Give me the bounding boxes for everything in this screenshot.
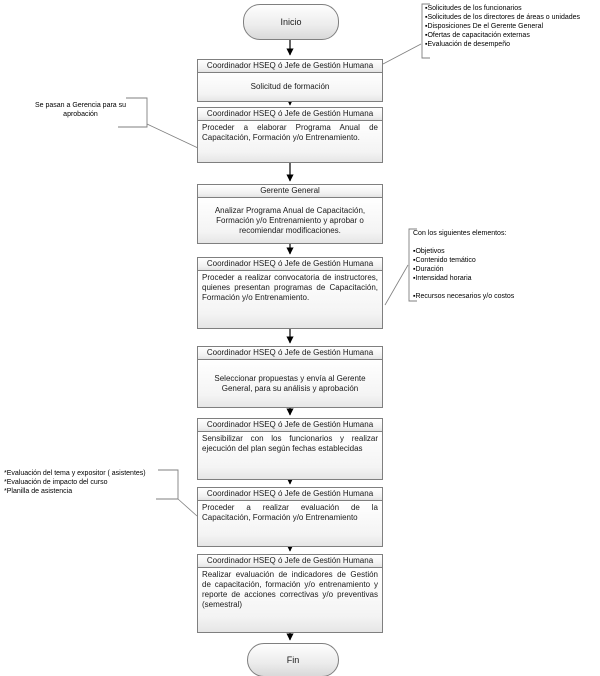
block-action-text: Sensibilizar con los funcionarios y real… xyxy=(198,432,382,479)
note-elements: Con los siguientes elementos: ▪Objetivos… xyxy=(413,229,583,301)
leader-evaluation-line xyxy=(177,498,198,517)
note-line: ▪Ofertas de capacitación externas xyxy=(425,32,530,39)
block-action-text: Seleccionar propuestas y envía al Gerent… xyxy=(198,360,382,407)
note-line: ▪Recursos necesarios y/o costos xyxy=(413,293,515,300)
note-line: ▪Solicitudes de los funcionarios xyxy=(425,5,522,12)
end-label: Fin xyxy=(286,655,300,665)
end-terminator: Fin xyxy=(247,643,339,676)
block-action-text: Proceder a realizar evaluación de la Cap… xyxy=(198,501,382,546)
block-action-text: Realizar evaluación de indicadores de Ge… xyxy=(198,568,382,632)
note-line: *Evaluación del tema y expositor ( asist… xyxy=(4,470,146,477)
process-block-elaborar-programa: Coordinador HSEQ ó Jefe de Gestión Human… xyxy=(197,107,383,163)
process-block-solicitud: Coordinador HSEQ ó Jefe de Gestión Human… xyxy=(197,59,383,102)
process-block-indicadores: Coordinador HSEQ ó Jefe de Gestión Human… xyxy=(197,554,383,633)
process-block-sensibilizar: Coordinador HSEQ ó Jefe de Gestión Human… xyxy=(197,418,383,480)
leader-approval-line xyxy=(146,123,199,149)
block-action-text: Analizar Programa Anual de Capacitación,… xyxy=(198,198,382,243)
block-role-header: Coordinador HSEQ ó Jefe de Gestión Human… xyxy=(198,347,382,360)
block-role-header: Coordinador HSEQ ó Jefe de Gestión Human… xyxy=(198,555,382,568)
note-line: ▪Solicitudes de los directores de áreas … xyxy=(425,14,581,21)
block-role-header: Coordinador HSEQ ó Jefe de Gestión Human… xyxy=(198,258,382,271)
process-block-evaluacion-capacitacion: Coordinador HSEQ ó Jefe de Gestión Human… xyxy=(197,487,383,547)
block-role-header: Coordinador HSEQ ó Jefe de Gestión Human… xyxy=(198,60,382,73)
note-line: ▪Intensidad horaria xyxy=(413,275,472,282)
note-line: ▪Disposiciones De el Gerente General xyxy=(425,23,544,30)
start-label: Inicio xyxy=(280,17,302,27)
note-evaluation: *Evaluación del tema y expositor ( asist… xyxy=(4,469,164,496)
note-title: Con los siguientes elementos: xyxy=(413,230,507,237)
block-role-header: Coordinador HSEQ ó Jefe de Gestión Human… xyxy=(198,108,382,121)
note-inputs: ▪Solicitudes de los funcionarios ▪Solici… xyxy=(425,4,597,49)
block-action-text: Proceder a realizar convocatoria de inst… xyxy=(198,271,382,328)
note-line: ▪Evaluación de desempeño xyxy=(425,41,510,48)
leader-elements-line xyxy=(384,264,409,306)
process-block-analizar-programa: Gerente General Analizar Programa Anual … xyxy=(197,184,383,244)
note-line: ▪Duración xyxy=(413,266,444,273)
block-action-text: Solicitud de formación xyxy=(198,73,382,101)
leader-inputs-line xyxy=(382,43,422,65)
process-block-convocatoria: Coordinador HSEQ ó Jefe de Gestión Human… xyxy=(197,257,383,329)
block-role-header: Coordinador HSEQ ó Jefe de Gestión Human… xyxy=(198,488,382,501)
note-line: ▪Objetivos xyxy=(413,248,445,255)
block-role-header: Gerente General xyxy=(198,185,382,198)
process-block-seleccionar-propuestas: Coordinador HSEQ ó Jefe de Gestión Human… xyxy=(197,346,383,408)
block-action-text: Proceder a elaborar Programa Anual de Ca… xyxy=(198,121,382,162)
note-approval: Se pasan a Gerencia para su aprobación xyxy=(34,102,127,118)
block-role-header: Coordinador HSEQ ó Jefe de Gestión Human… xyxy=(198,419,382,432)
start-terminator: Inicio xyxy=(243,4,339,40)
note-line: *Evaluación de impacto del curso xyxy=(4,479,108,486)
note-line: ▪Contenido temático xyxy=(413,257,476,264)
note-line: *Planilla de asistencia xyxy=(4,488,73,495)
